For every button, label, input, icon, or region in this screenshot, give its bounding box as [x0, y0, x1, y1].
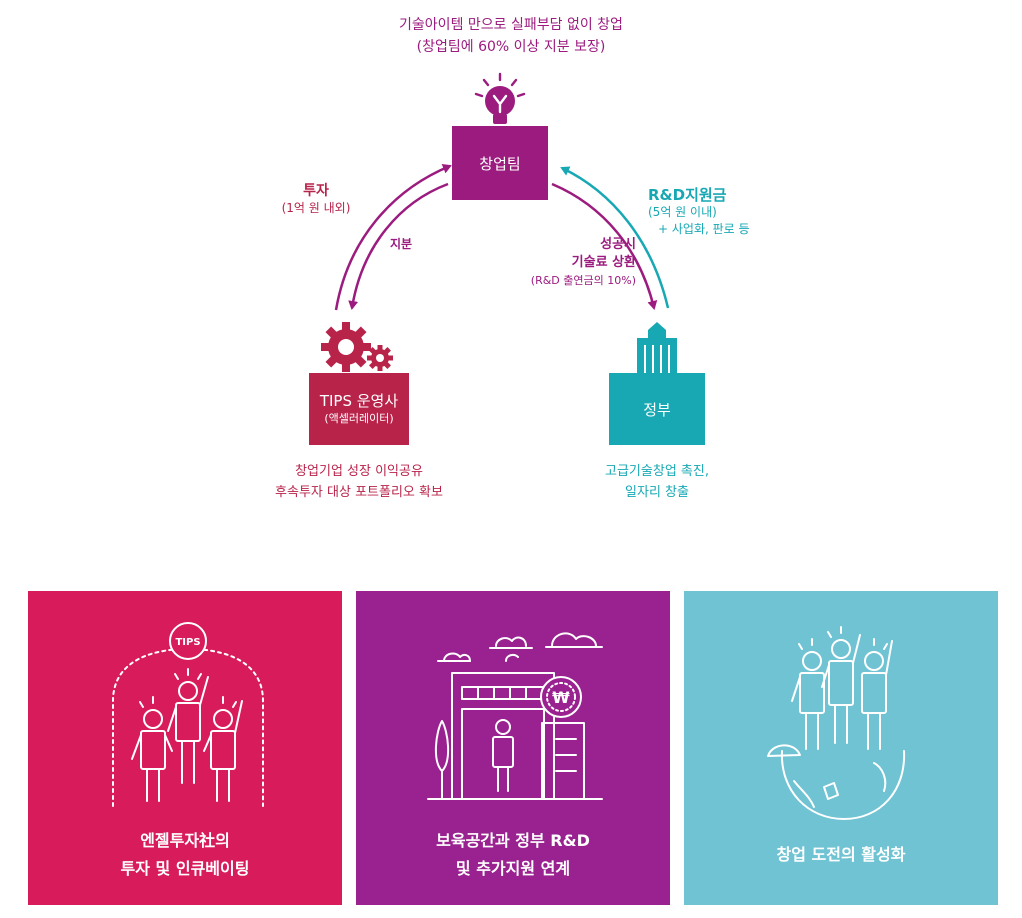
rd-title: R&D지원금	[648, 186, 727, 204]
tips-badge-text: TIPS	[175, 637, 200, 648]
equity-arrow	[348, 182, 449, 310]
card-investment-caption: 엔젤투자社의 투자 및 인큐베이팅	[28, 827, 342, 883]
rd-label: R&D지원금 (5억 원 이내) + 사업화, 판로 등	[648, 186, 818, 238]
card-investment-line2: 투자 및 인큐베이팅	[120, 859, 250, 878]
startup-node: 창업팀	[452, 126, 548, 200]
card-incubation-line2: 및 추가지원 연계	[455, 859, 571, 878]
repay-arrow	[551, 182, 658, 310]
rd-sub1: (5억 원 이내)	[648, 205, 717, 219]
won-badge-text: ₩	[552, 688, 570, 707]
building-icon	[637, 322, 677, 373]
invest-label: 투자 (1억 원 내외)	[266, 182, 366, 217]
top-caption-line2: (창업팀에 60% 이상 지분 보장)	[416, 39, 606, 55]
gov-node: 정부	[609, 373, 705, 445]
repay-line3: (R&D 출연금의 10%)	[530, 274, 636, 287]
startup-label: 창업팀	[479, 154, 521, 173]
lightbulb-icon	[474, 72, 526, 124]
card-incubation-space: ₩ 보육공간과 정부 R&D 및 추가지원 연계	[356, 591, 670, 905]
repay-line2: 기술료 상환	[571, 255, 636, 270]
office-building-icon: ₩	[427, 632, 603, 800]
card-investment: TIPS 엔젤투자社의 투자 및 인큐베이팅	[28, 591, 342, 905]
card-incubation-line1: 보육공간과 정부 R&D	[436, 831, 590, 850]
repay-line1: 성공시	[600, 237, 636, 252]
card-startup-challenge: 창업 도전의 활성화	[684, 591, 998, 905]
invest-sub: (1억 원 내외)	[281, 201, 351, 215]
gov-caption-line1: 고급기술창업 촉진,	[605, 464, 709, 479]
card-investment-line1: 엔젤투자社의	[140, 831, 230, 850]
tips-sub: (액셀러레이터)	[324, 412, 394, 425]
invest-arrow	[334, 164, 452, 311]
tips-caption: 창업기업 성장 이익공유 후속투자 대상 포트폴리오 확보	[234, 461, 484, 503]
repay-label: 성공시 기술료 상환 (R&D 출연금의 10%)	[508, 236, 636, 289]
top-caption-line1: 기술아이템 만으로 실패부담 없이 창업	[399, 17, 623, 33]
rd-arrow	[560, 166, 670, 309]
top-caption: 기술아이템 만으로 실패부담 없이 창업 (창업팀에 60% 이상 지분 보장)	[361, 14, 661, 58]
card-challenge-caption: 창업 도전의 활성화	[684, 841, 998, 869]
people-cheering-icon: TIPS	[112, 622, 264, 807]
rd-sub2: + 사업화, 판로 등	[658, 222, 750, 236]
gears-icon	[321, 322, 393, 372]
globe-people-icon	[767, 626, 906, 820]
tips-caption-line1: 창업기업 성장 이익공유	[295, 464, 423, 479]
gov-label: 정부	[643, 400, 671, 419]
card-challenge-line1: 창업 도전의 활성화	[776, 845, 906, 864]
flow-diagram	[321, 72, 677, 373]
tips-node: TIPS 운영사 (액셀러레이터)	[309, 373, 409, 445]
tips-title: TIPS 운영사	[319, 392, 399, 410]
card-incubation-caption: 보육공간과 정부 R&D 및 추가지원 연계	[356, 827, 670, 883]
gov-caption: 고급기술창업 촉진, 일자리 창출	[567, 461, 747, 503]
gov-caption-line2: 일자리 창출	[625, 485, 689, 500]
tips-caption-line2: 후속투자 대상 포트폴리오 확보	[275, 485, 443, 500]
invest-title: 투자	[303, 183, 329, 199]
equity-label: 지분	[389, 237, 413, 251]
